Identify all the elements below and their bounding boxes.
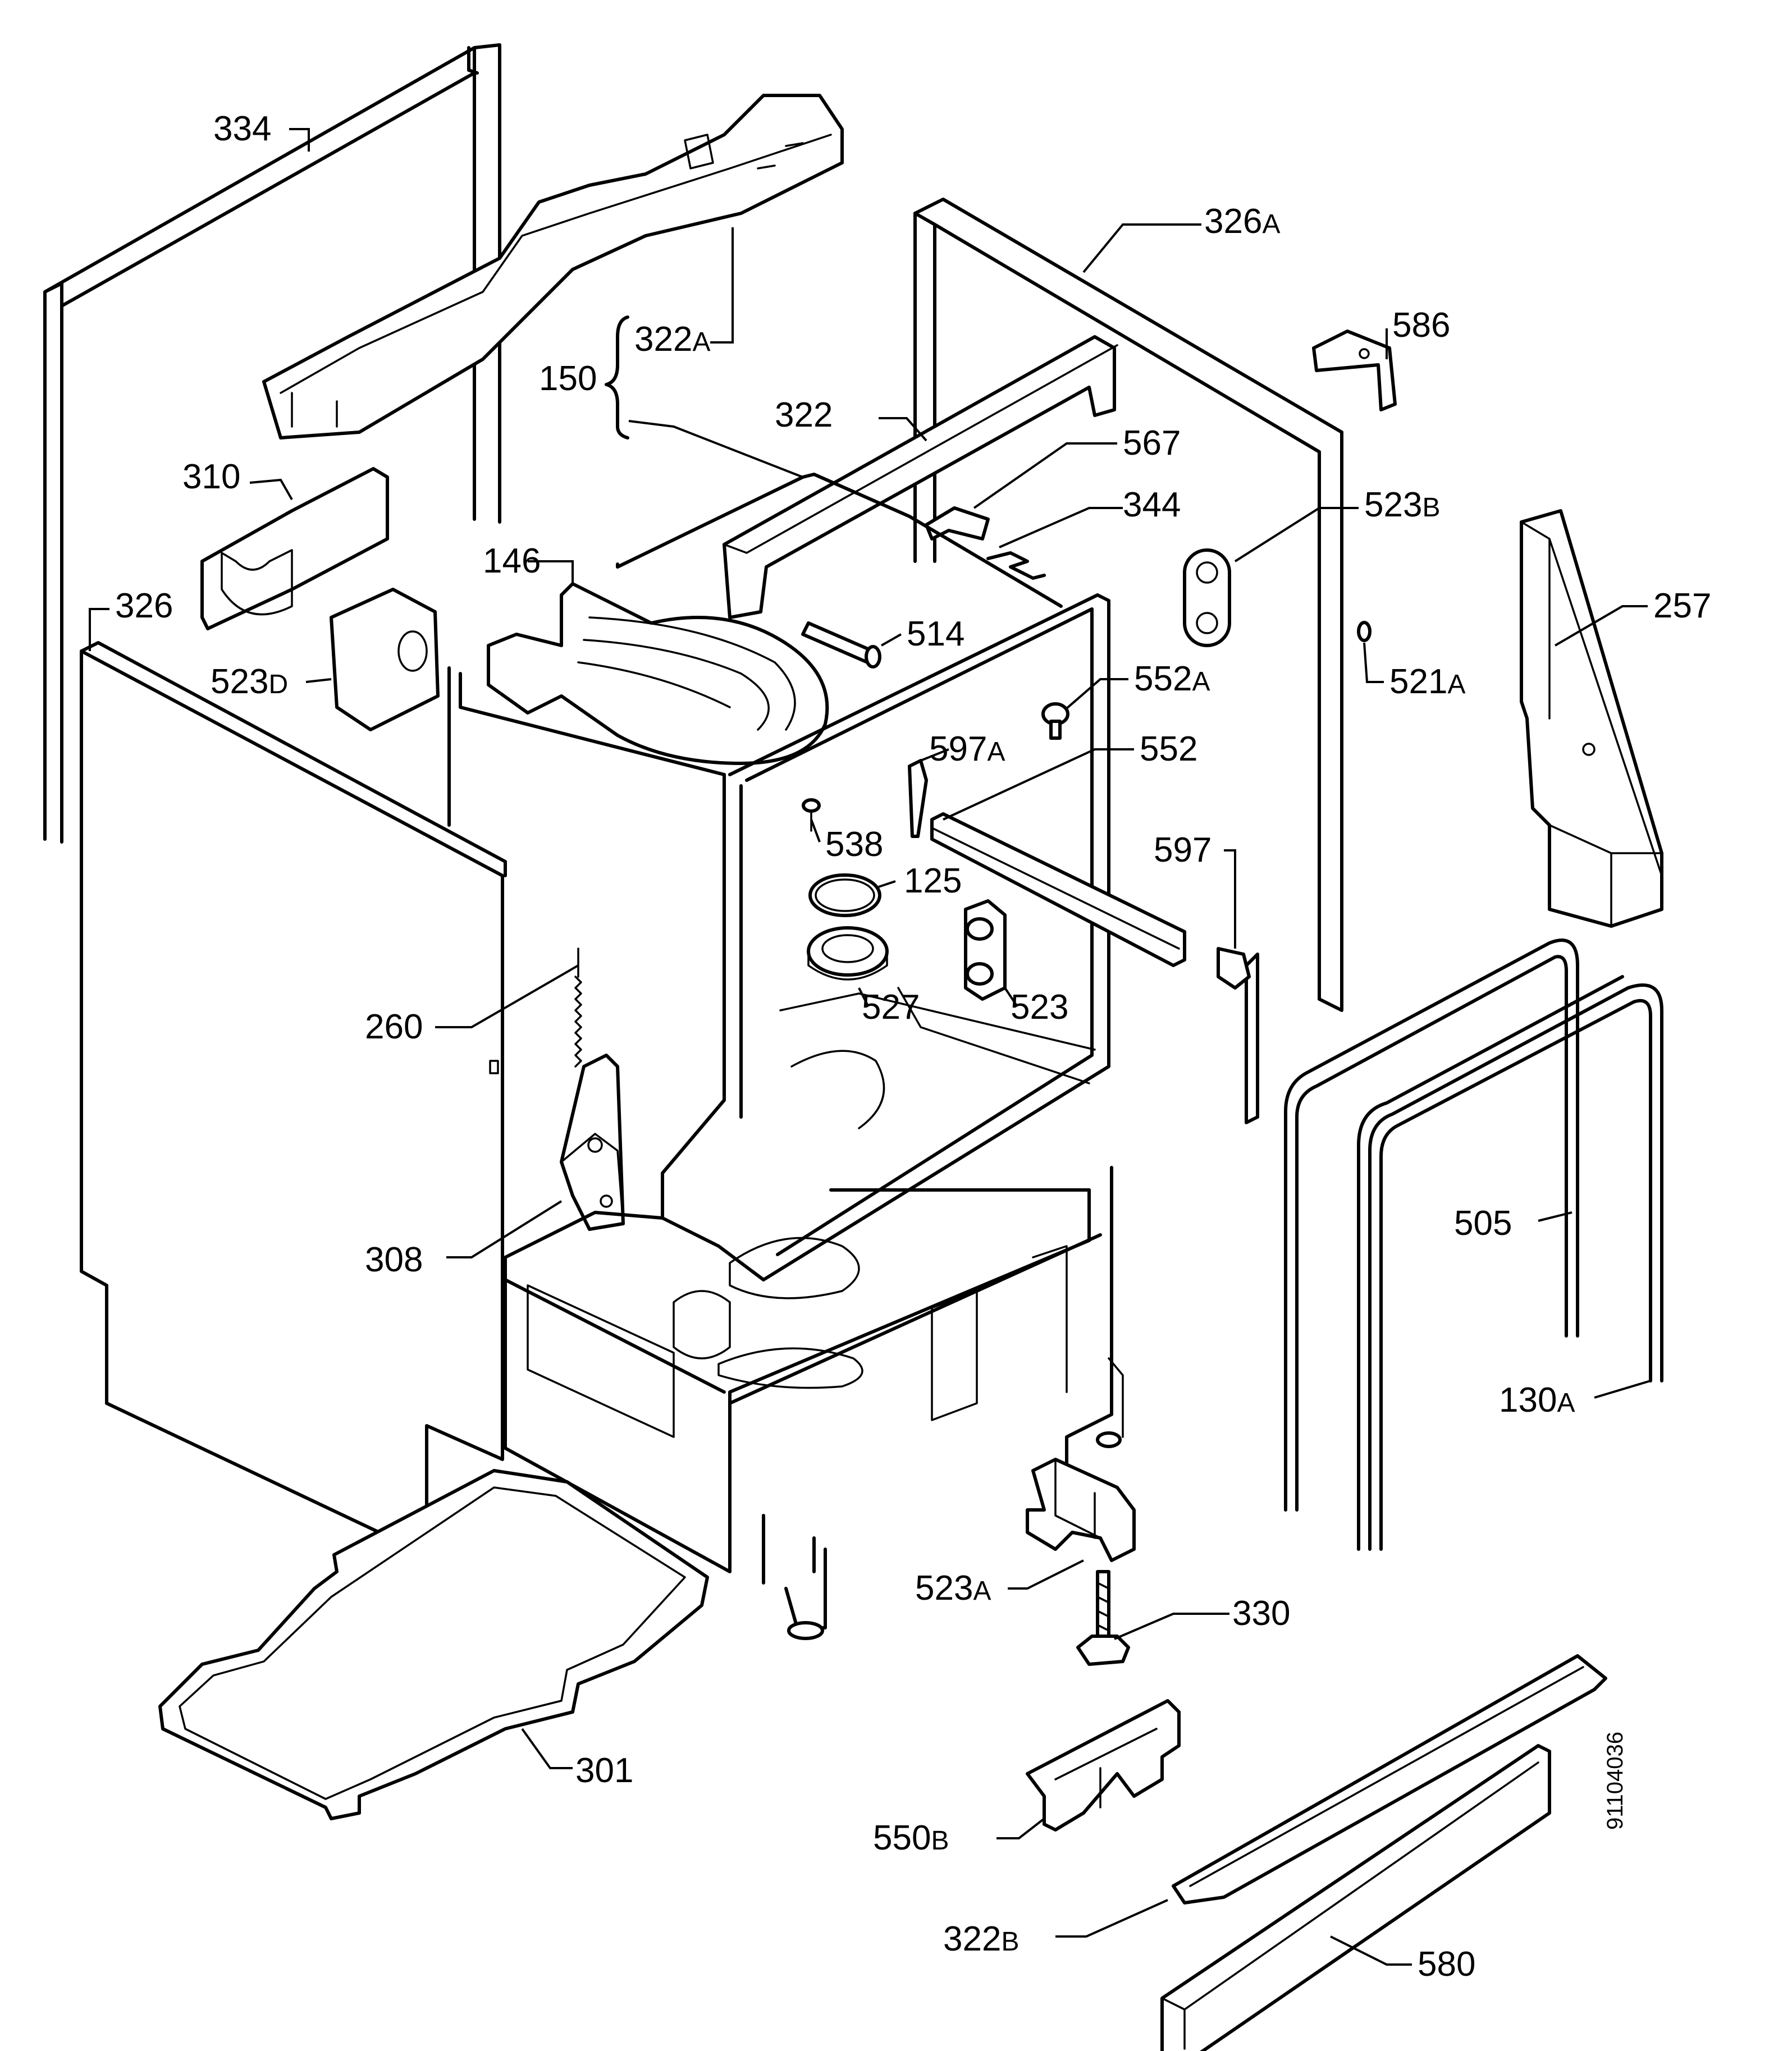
label-150: 150 bbox=[539, 359, 597, 398]
label-552: 552 bbox=[1140, 730, 1197, 768]
label-344: 344 bbox=[1123, 486, 1181, 524]
label-523D: 523D bbox=[211, 662, 288, 701]
part-308-hinge bbox=[560, 1054, 625, 1231]
label-146: 146 bbox=[483, 542, 541, 580]
label-586: 586 bbox=[1392, 306, 1450, 345]
label-597: 597 bbox=[1154, 831, 1212, 869]
part-597A-clip bbox=[908, 759, 928, 838]
label-521A: 521A bbox=[1389, 662, 1465, 701]
part-330-screw bbox=[1076, 1570, 1130, 1666]
part-301-tray bbox=[158, 1469, 709, 1820]
part-tub-floor bbox=[779, 987, 1096, 1129]
label-523: 523 bbox=[1011, 988, 1068, 1027]
part-322B-rail bbox=[1172, 1654, 1607, 1904]
label-514: 514 bbox=[907, 615, 964, 653]
label-334: 334 bbox=[213, 109, 271, 148]
part-567-clip bbox=[925, 506, 990, 541]
part-260-spring bbox=[574, 947, 582, 1068]
label-523A: 523A bbox=[915, 1569, 991, 1608]
part-523-grommets bbox=[964, 899, 1007, 1001]
part-322-bracket bbox=[723, 335, 1118, 619]
label-322A: 322A bbox=[634, 320, 710, 359]
part-326A-side-panel bbox=[913, 198, 1343, 1124]
part-552A-plug bbox=[1041, 702, 1069, 740]
label-310: 310 bbox=[182, 457, 240, 496]
drawing-code: 91104036 bbox=[1603, 1732, 1628, 1830]
label-322B: 322B bbox=[943, 1920, 1019, 1958]
part-130A-seal bbox=[1357, 975, 1663, 1551]
label-260: 260 bbox=[365, 1008, 423, 1046]
label-130A: 130A bbox=[1499, 1381, 1575, 1420]
part-344-wire bbox=[986, 551, 1046, 580]
part-597-clip bbox=[1217, 947, 1251, 990]
label-550B: 550B bbox=[873, 1819, 949, 1857]
callout-labels: 334 322A 150 326A 586 322 567 310 344 52… bbox=[115, 109, 1711, 1984]
part-door-frame bbox=[661, 593, 1110, 1281]
label-523B: 523B bbox=[1364, 486, 1440, 524]
label-505: 505 bbox=[1454, 1204, 1512, 1243]
label-597A: 597A bbox=[929, 730, 1005, 768]
part-550B-bracket bbox=[1026, 1699, 1181, 1832]
part-125-ring bbox=[808, 873, 881, 917]
label-326A: 326A bbox=[1204, 202, 1280, 241]
part-523B-grommet bbox=[1183, 548, 1231, 647]
label-567: 567 bbox=[1123, 424, 1181, 463]
label-330: 330 bbox=[1232, 1594, 1290, 1633]
label-301: 301 bbox=[575, 1751, 633, 1790]
label-322: 322 bbox=[775, 396, 833, 434]
label-538: 538 bbox=[825, 825, 883, 864]
part-538-screw bbox=[802, 798, 821, 832]
leader-lines bbox=[89, 128, 1651, 1966]
brace-150 bbox=[605, 315, 629, 439]
label-326: 326 bbox=[115, 587, 173, 625]
part-523D-plate bbox=[330, 588, 440, 731]
label-257: 257 bbox=[1653, 587, 1711, 625]
part-146-duct bbox=[487, 582, 829, 765]
part-base-tray bbox=[504, 1166, 1124, 1640]
part-326-panel bbox=[80, 641, 507, 1556]
label-125: 125 bbox=[904, 862, 962, 900]
label-308: 308 bbox=[365, 1240, 423, 1279]
part-586-bracket bbox=[1312, 329, 1397, 411]
part-322A-bracket bbox=[262, 94, 844, 439]
label-580: 580 bbox=[1418, 1945, 1475, 1984]
part-527-nut bbox=[807, 926, 889, 981]
part-523A-bracket bbox=[1026, 1458, 1136, 1562]
part-tub-body bbox=[447, 473, 1063, 827]
label-552A: 552A bbox=[1134, 660, 1210, 698]
part-521A-ring bbox=[1357, 621, 1372, 642]
part-552-rail bbox=[930, 812, 1186, 967]
part-505-seal bbox=[1284, 938, 1579, 1512]
part-514-pin bbox=[801, 621, 881, 669]
part-580-plinth bbox=[1160, 1744, 1551, 2051]
part-257-block bbox=[1520, 509, 1663, 928]
label-527: 527 bbox=[862, 988, 920, 1027]
part-310-cover bbox=[200, 467, 389, 630]
